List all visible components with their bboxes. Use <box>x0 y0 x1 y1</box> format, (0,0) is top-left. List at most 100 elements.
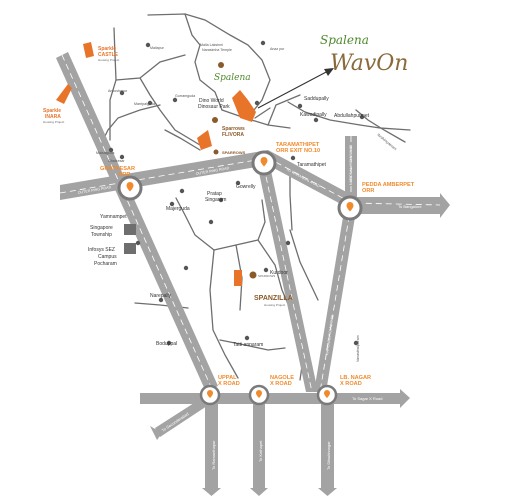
svg-text:Sparrows: Sparrows <box>222 126 245 132</box>
to-ramanthapur-label: To Ramanthapur <box>211 440 216 470</box>
svg-text:ORR: ORR <box>118 172 130 178</box>
pin-ghatkesar[interactable]: GHATKESAR ORR <box>100 166 143 201</box>
arrow-dilsukhnagar-icon <box>318 488 337 496</box>
gurramguda-label: Gurramguda <box>175 94 195 98</box>
dino-world-line2: Dinosaur Park <box>198 104 230 110</box>
kurdoor-label: Kurdoor <box>270 270 288 276</box>
svg-text:PEDDA AMBERPET: PEDDA AMBERPET <box>362 182 415 188</box>
spalena-small-logo-icon <box>218 62 224 68</box>
singapore-township-block <box>124 224 136 235</box>
spanzilla-badge-icon <box>249 271 257 279</box>
location-pin-icon <box>260 157 268 167</box>
orr-left-label: OUTER RING ROAD <box>77 185 112 195</box>
svg-text:SPANZILLA: SPANZILLA <box>254 295 293 302</box>
gowrelly-label: Gowrelly <box>236 184 256 190</box>
location-pin-icon <box>324 390 330 398</box>
local-road-north <box>147 13 223 111</box>
brand-name-top: Spalena <box>320 33 369 47</box>
taramathipet-label: Taramathipet <box>297 162 327 168</box>
local-road-spanzilla <box>209 249 239 379</box>
place-dots <box>108 40 365 346</box>
outer-ring-road <box>60 150 352 210</box>
svg-text:GHATKESAR: GHATKESAR <box>100 166 135 172</box>
location-pin-icon <box>346 202 354 212</box>
infosys-line3: Pocharam <box>94 261 117 267</box>
kawadipally-label: Kawadipally <box>300 112 327 118</box>
local-road-east <box>359 124 411 131</box>
ankushapur-label: Ankushapur <box>108 89 128 93</box>
spanzilla-marker-icon <box>234 270 242 286</box>
sparrows-logo-icon <box>213 149 219 155</box>
singapore-line2: Township <box>91 232 112 238</box>
svg-text:SPARROWS: SPARROWS <box>222 150 246 155</box>
vanasthalipuram-label: Vanasthalipuram <box>356 335 360 362</box>
svg-text:Housing Project: Housing Project <box>98 58 119 62</box>
to-dilsukhnagar-road <box>321 400 334 488</box>
svg-text:FLIVORA: FLIVORA <box>222 132 244 138</box>
singapore-line1: Singapore <box>90 225 113 231</box>
pin-nagole[interactable]: NAGOLE X ROAD <box>248 375 294 406</box>
arrow-ramanthapur-icon <box>202 488 221 496</box>
orr-east-to-bangalore <box>352 197 440 214</box>
svg-text:Housing Project: Housing Project <box>43 120 64 124</box>
orr-center-label: OUTER RING ROAD <box>195 166 230 176</box>
nh65-north-label: NATIONAL HIGHWAY 65 <box>349 145 353 185</box>
pin-taramathipet[interactable]: TARAMATHIPET ORR EXIT NO.10 <box>251 142 320 176</box>
local-road-kawadi <box>287 101 361 126</box>
brand-name-bottom: WavOn <box>330 51 408 76</box>
spalena-small-logo-text: Spalena <box>214 73 251 83</box>
to-kothapet-label: To Kothapet <box>258 440 263 462</box>
infosys-sez-block <box>124 243 136 254</box>
local-road-sparrows <box>164 129 201 151</box>
to-secunderabad-road <box>155 396 210 437</box>
spalena-site: Spalena <box>214 62 334 122</box>
road-arrows <box>150 193 450 496</box>
local-road-gurramguda <box>139 77 201 146</box>
svg-text:INARA: INARA <box>45 114 61 120</box>
to-sagar-label: To Sagar X Road <box>352 396 382 401</box>
svg-text:UPPAL: UPPAL <box>218 375 237 381</box>
lane-markings <box>59 54 441 393</box>
sparrows-flivora-project: Sparrows FLIVORA SPARROWS <box>197 117 246 155</box>
to-ramanthapur-road <box>205 400 218 488</box>
local-road-gowrelly <box>213 199 266 251</box>
to-kothapet-road <box>253 400 265 488</box>
svg-text:X ROAD: X ROAD <box>270 381 292 387</box>
location-pin-icon <box>256 390 262 398</box>
pratap-singaram-line2: Singaram <box>205 197 226 203</box>
to-bangalore-label: To Bangalore <box>398 204 422 209</box>
svg-text:LB. NAGAR: LB. NAGAR <box>340 375 371 381</box>
marripalguda-label: Marripalguda <box>134 102 155 106</box>
sparkle-inara-project: Sparkle INARA Housing Project <box>43 84 72 124</box>
infosys-line2: Campus <box>98 254 117 260</box>
svg-text:Sparkle: Sparkle <box>98 46 116 52</box>
maisaiguda-label: Maisaiguda <box>96 151 114 155</box>
junction-pins: GHATKESAR ORR TARAMATHIPET ORR EXIT NO.1… <box>100 142 415 406</box>
saddupally-label: Saddupally <box>304 96 329 102</box>
local-road-park <box>254 107 271 119</box>
spanzilla-project: SPARROWS SPANZILLA Housing Project <box>234 270 293 307</box>
sparrows-flivora-marker-icon <box>197 130 212 150</box>
svg-text:TARAMATHIPET: TARAMATHIPET <box>276 142 320 148</box>
pin-uppal[interactable]: UPPAL X ROAD <box>199 375 240 406</box>
abdullapurmet-label: Abdullahpurmet <box>334 113 370 119</box>
arrow-kothapet-icon <box>250 488 268 496</box>
boduppal-label: Boduppal <box>156 341 177 347</box>
local-road-saddu <box>267 94 301 126</box>
ghatkesar-small-label: Ghatkesar <box>108 159 125 163</box>
svg-text:X ROAD: X ROAD <box>218 381 240 387</box>
local-road-kurdoor-east <box>289 229 319 301</box>
pin-lb-nagar[interactable]: LB. NAGAR X ROAD <box>316 375 371 406</box>
pin-pedda-amberpet[interactable]: PEDDA AMBERPET ORR <box>337 182 415 221</box>
temple-line2: Narasimha Temple <box>202 48 232 52</box>
nh65-label: NATIONAL HIGHWAY 65 <box>325 315 335 355</box>
svg-text:CASTLE: CASTLE <box>98 52 119 58</box>
local-road-north-east <box>184 13 271 116</box>
tatti-annaram-label: Tatti annaram <box>233 342 263 348</box>
anaz-pur-label: Anaz pur <box>270 47 285 51</box>
spalena-arrow-head-icon <box>324 68 334 76</box>
svg-text:Housing Project: Housing Project <box>264 303 285 307</box>
pratap-singaram-line1: Pratap <box>207 191 222 197</box>
arrow-sagar-icon <box>400 389 410 408</box>
